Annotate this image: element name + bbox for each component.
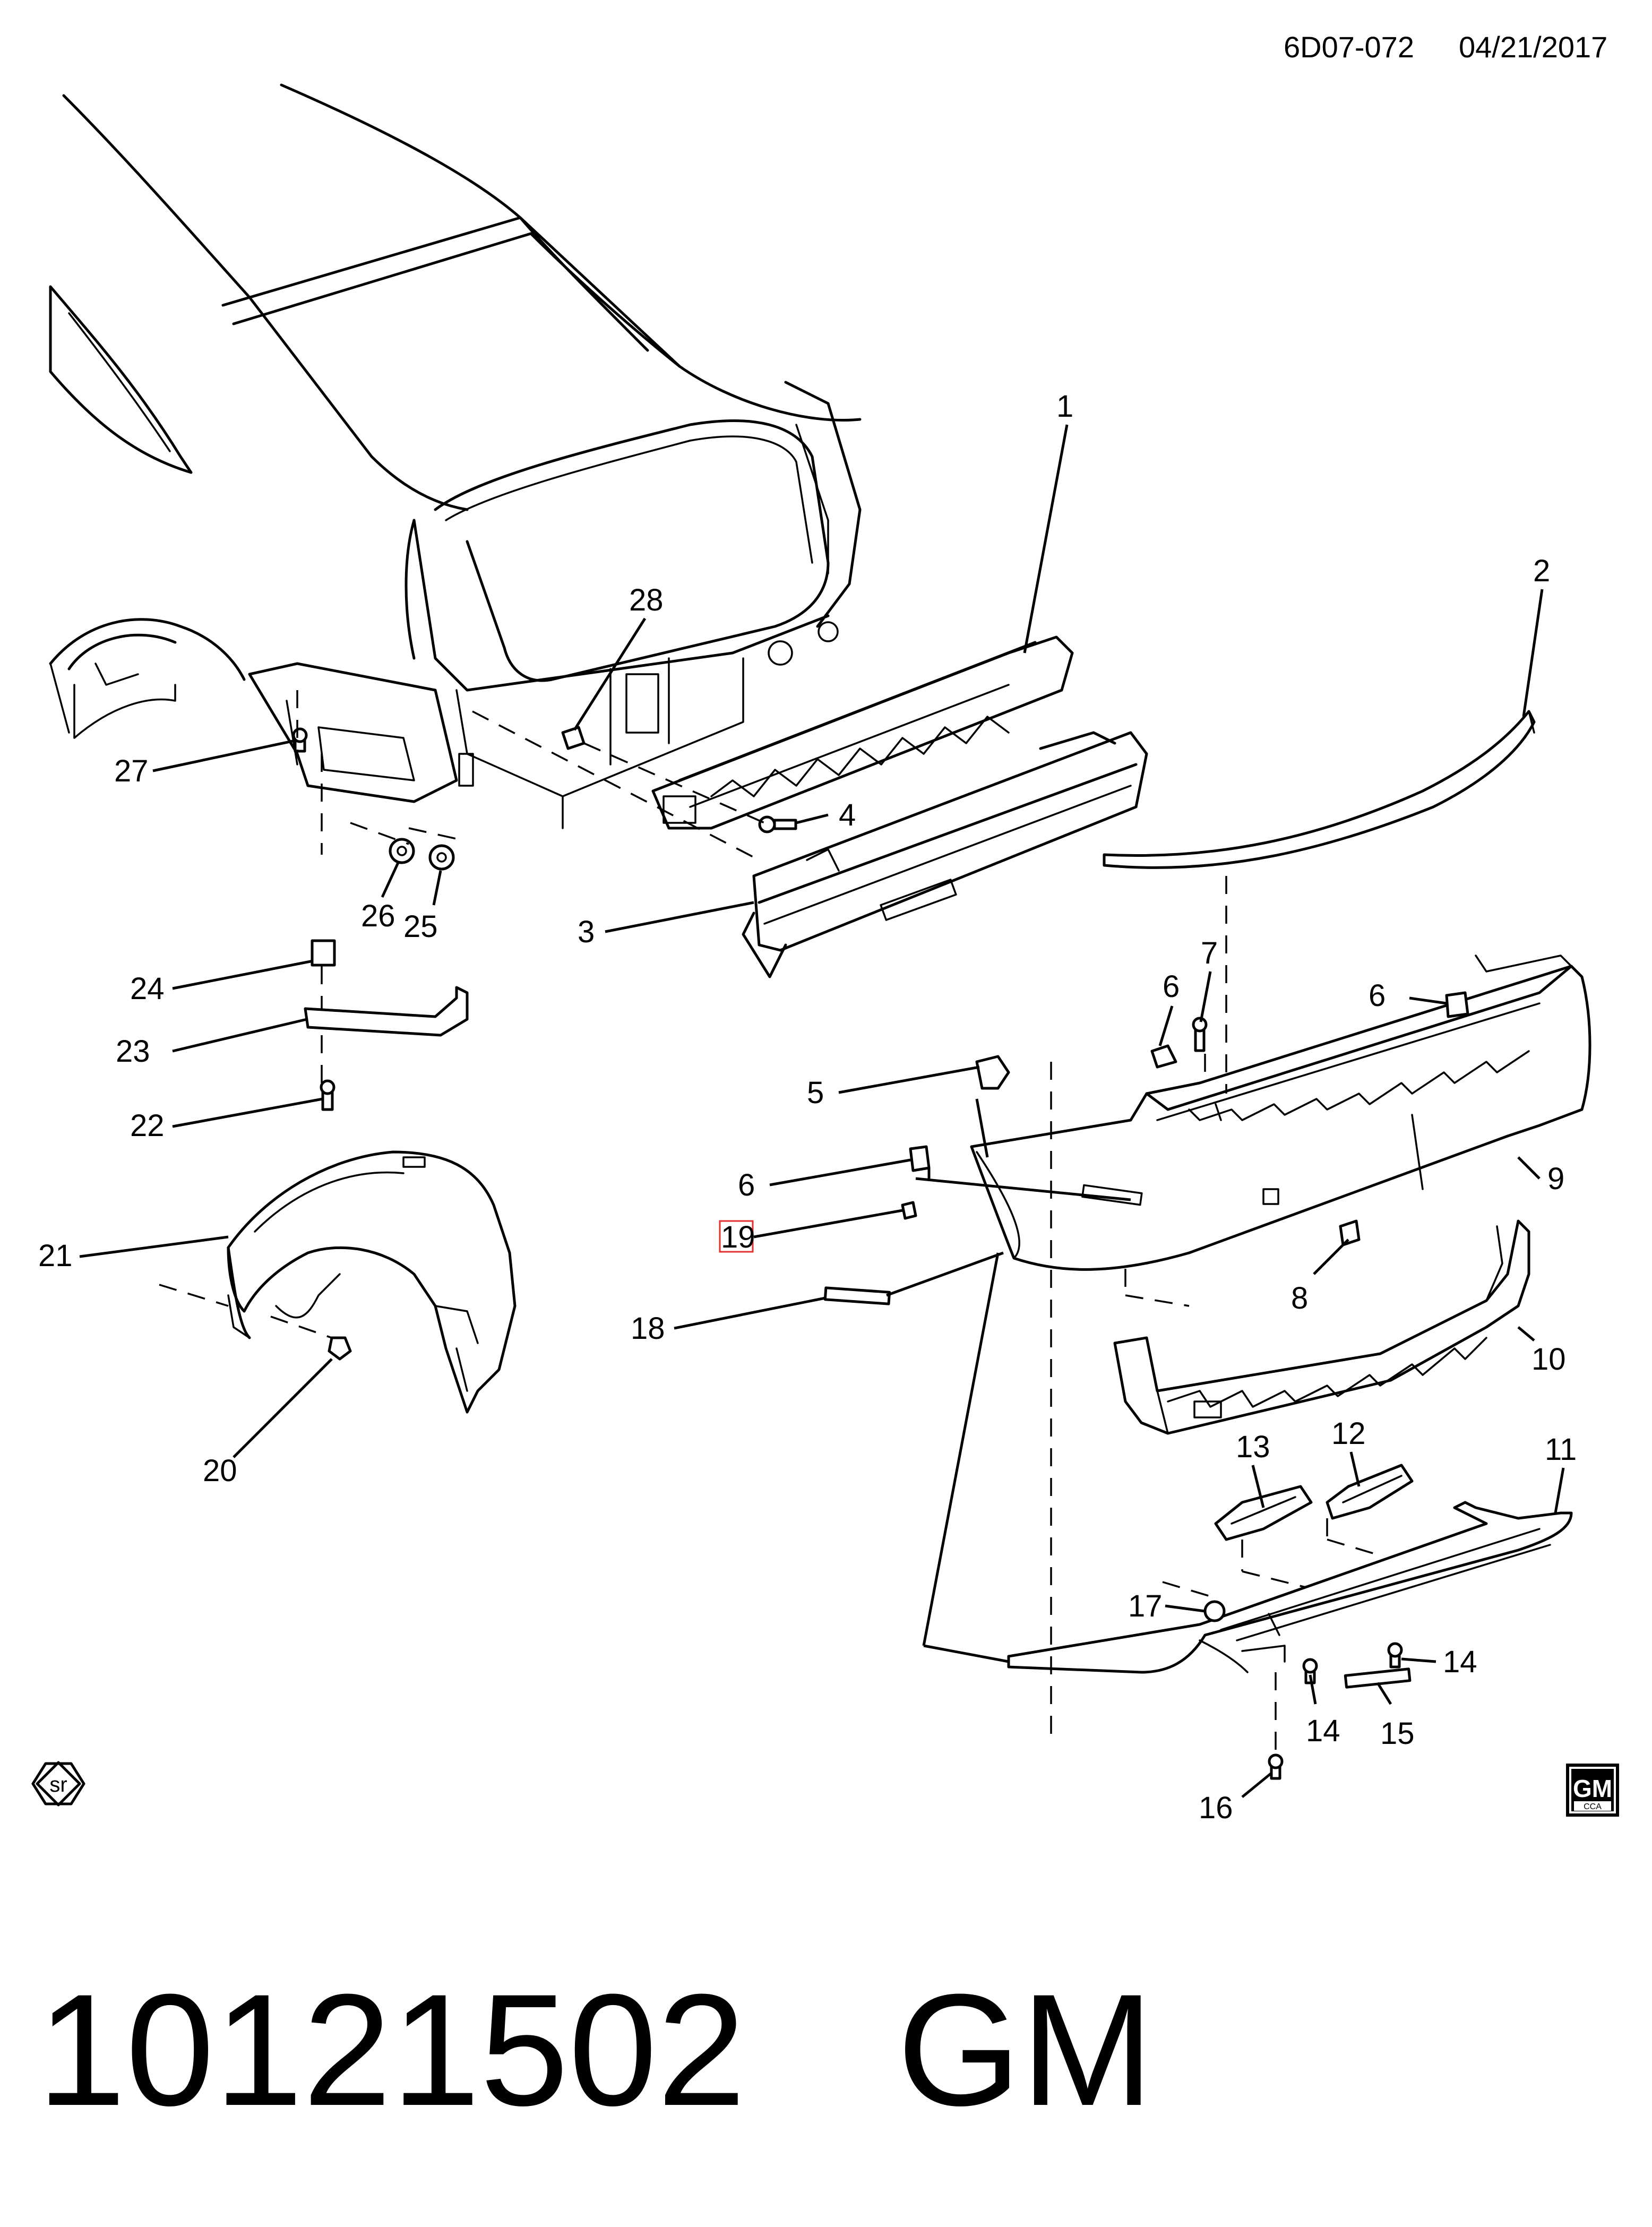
callout-20: 20 <box>203 1454 237 1488</box>
callout-6c: 6 <box>1369 978 1386 1013</box>
part-10-lower-absorber <box>1113 1219 1530 1435</box>
callout-10: 10 <box>1531 1342 1566 1377</box>
callout-6b: 6 <box>1163 969 1180 1004</box>
part-3-impact-bar <box>742 731 1148 978</box>
sr-badge: sr <box>31 1761 85 1807</box>
callout-15: 15 <box>1380 1716 1415 1751</box>
part-9-bumper-fascia <box>970 955 1591 1271</box>
callout-18: 18 <box>631 1311 665 1346</box>
part-21-wheelhouse-liner <box>227 1150 517 1414</box>
callout-1: 1 <box>1056 389 1073 424</box>
part-2-trim-strip <box>1103 710 1536 869</box>
callout-7: 7 <box>1201 936 1218 970</box>
footer-part-number: 10121502 <box>37 1961 746 2139</box>
leader-lines <box>79 424 1565 1798</box>
callout-24: 24 <box>130 971 165 1006</box>
callout-28: 28 <box>629 583 664 617</box>
callout-25: 25 <box>403 909 438 944</box>
callouts: 1 2 3 4 5 6 6 6 7 8 9 10 11 12 13 14 14 … <box>38 389 1577 1825</box>
part-11-lower-valance <box>1007 1501 1573 1674</box>
gm-logo: GM CCA <box>1566 1764 1619 1817</box>
callout-12: 12 <box>1331 1416 1366 1451</box>
callout-3: 3 <box>578 915 595 949</box>
callout-19: 19 <box>721 1220 755 1254</box>
callout-19-highlight <box>719 1220 754 1253</box>
callout-4: 4 <box>839 798 856 832</box>
svg-text:CCA: CCA <box>1584 1802 1602 1811</box>
callout-11: 11 <box>1545 1432 1577 1467</box>
callout-8: 8 <box>1291 1281 1308 1315</box>
callout-5: 5 <box>807 1076 824 1110</box>
callout-6a: 6 <box>738 1168 755 1202</box>
svg-text:GM: GM <box>1573 1775 1612 1802</box>
part-18-trim <box>823 1286 891 1305</box>
fasteners <box>292 726 1469 1780</box>
diagram-code: 6D07-072 <box>1284 30 1414 64</box>
callout-16: 16 <box>1199 1791 1233 1825</box>
callout-23: 23 <box>116 1034 150 1069</box>
diagram-date: 04/21/2017 <box>1459 30 1607 64</box>
assembly-lines <box>159 690 1381 1757</box>
callout-9: 9 <box>1547 1162 1564 1196</box>
callout-22: 22 <box>130 1108 165 1143</box>
vehicle-body <box>49 83 862 829</box>
callout-26: 26 <box>361 899 395 933</box>
svg-text:sr: sr <box>49 1773 67 1796</box>
part-12-13-brackets <box>1214 1464 1414 1541</box>
callout-14a: 14 <box>1443 1645 1477 1679</box>
callout-17: 17 <box>1128 1589 1163 1623</box>
callout-21: 21 <box>38 1239 73 1273</box>
callout-14b: 14 <box>1306 1714 1340 1748</box>
part-1-energy-absorber <box>651 635 1074 830</box>
callout-27: 27 <box>114 754 149 788</box>
footer-brand: GM <box>897 1961 1154 2139</box>
callout-2: 2 <box>1533 554 1550 588</box>
callout-13: 13 <box>1236 1430 1270 1464</box>
